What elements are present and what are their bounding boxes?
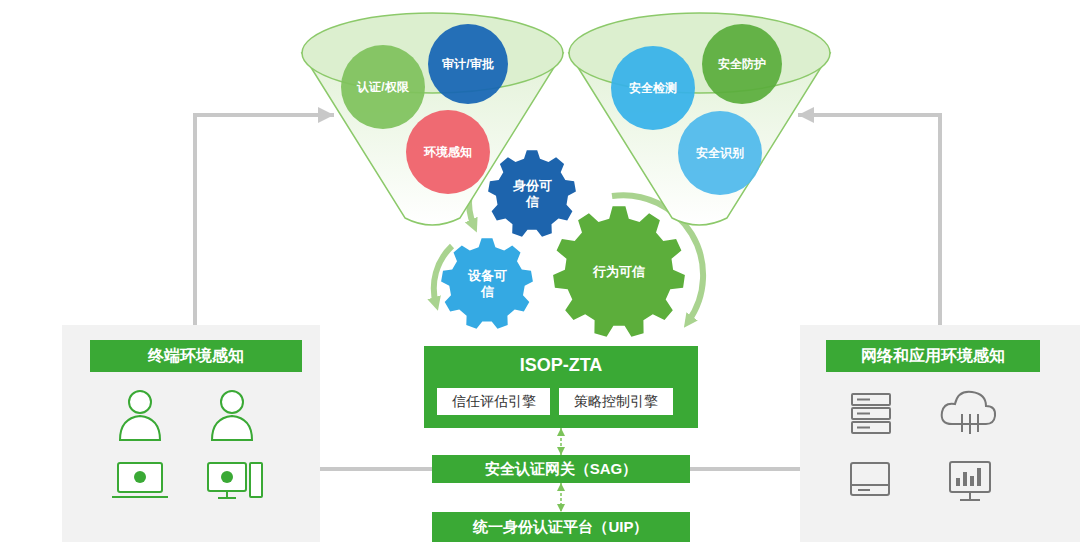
capability-circle: 安全识别 <box>678 111 762 195</box>
terminal-icons <box>112 391 262 498</box>
panel-header: 终端环境感知 <box>90 340 302 372</box>
link-connector <box>560 483 562 512</box>
trust-gear: 行为可信 <box>553 206 685 338</box>
node-label: 终端环境感知 <box>148 346 244 367</box>
desktop-icon <box>208 463 246 491</box>
monitor-icon <box>851 463 889 495</box>
trust-gear: 身份可 信 <box>488 150 576 238</box>
engine-box: ISOP-ZTA 信任评估引擎 策略控制引擎 <box>424 346 698 428</box>
capability-circle: 认证/权限 <box>341 45 425 129</box>
circle-shape <box>702 24 782 104</box>
chart-icon <box>950 462 990 492</box>
capability-circle: 安全防护 <box>702 24 782 104</box>
capability-circle: 环境感知 <box>406 110 490 194</box>
circle-shape <box>611 46 695 130</box>
node-label: 安全检测 <box>629 81 677 96</box>
panel-header: 网络和应用环境感知 <box>826 340 1040 372</box>
node-label: 审计/审批 <box>442 57 493 72</box>
node-label: 认证/权限 <box>357 80 408 95</box>
link-connector <box>560 428 562 455</box>
node-label: 策略控制引擎 <box>574 393 658 411</box>
funnel-container: 安全检测 安全防护安全识别 <box>567 8 832 230</box>
gear-shape <box>441 238 533 328</box>
node-label: 安全认证网关（SAG） <box>485 460 638 479</box>
node-label: 设备可 信 <box>465 268 509 301</box>
flow-connector <box>320 467 432 471</box>
user-icon <box>212 416 252 440</box>
gear-shape <box>553 206 685 336</box>
gear-shape <box>488 150 576 237</box>
circle-shape <box>678 111 762 195</box>
cloud-icon <box>942 392 995 424</box>
user-icon <box>129 391 151 413</box>
node-label: 行为可信 <box>569 264 669 280</box>
capability-circle: 安全检测 <box>611 46 695 130</box>
node-label: 安全防护 <box>718 57 766 72</box>
desktop-icon <box>250 463 262 497</box>
perception-panel: 网络和应用环境感知 <box>800 325 1080 542</box>
user-icon <box>221 391 243 413</box>
node-label: 环境感知 <box>424 145 472 160</box>
node-label: 网络和应用环境感知 <box>861 346 1005 367</box>
network-icons <box>851 392 995 500</box>
platform-bar: 统一身份认证平台（UIP） <box>432 512 690 542</box>
laptop-icon <box>134 471 146 483</box>
funnel-rim <box>569 13 830 93</box>
circle-shape <box>428 24 508 104</box>
node-label: 安全识别 <box>696 146 744 161</box>
monitor-icon <box>851 485 889 490</box>
flow-connector <box>798 115 940 325</box>
capability-circle: 审计/审批 <box>428 24 508 104</box>
perception-panel: 终端环境感知 <box>62 325 320 542</box>
user-icon <box>120 416 160 440</box>
engine-module: 信任评估引擎 <box>437 388 550 415</box>
laptop-icon <box>118 463 162 492</box>
cloud-icon <box>962 414 978 434</box>
node-label: 信任评估引擎 <box>452 393 536 411</box>
chart-icon <box>958 468 979 486</box>
server-icon <box>857 400 870 428</box>
node-label: 统一身份认证平台（UIP） <box>473 518 648 537</box>
flow-connector <box>195 115 334 325</box>
chart-icon <box>960 492 980 500</box>
desktop-icon <box>221 471 233 483</box>
engine-module: 策略控制引擎 <box>559 388 673 415</box>
desktop-icon <box>218 491 236 498</box>
trust-gear: 设备可 信 <box>441 238 533 330</box>
node-label: 身份可 信 <box>510 178 554 211</box>
circle-shape <box>341 45 425 129</box>
platform-bar: 安全认证网关（SAG） <box>432 455 690 483</box>
circle-shape <box>406 110 490 194</box>
flow-connector <box>690 467 800 471</box>
node-label: ISOP-ZTA <box>424 355 698 376</box>
laptop-icon <box>112 496 168 498</box>
